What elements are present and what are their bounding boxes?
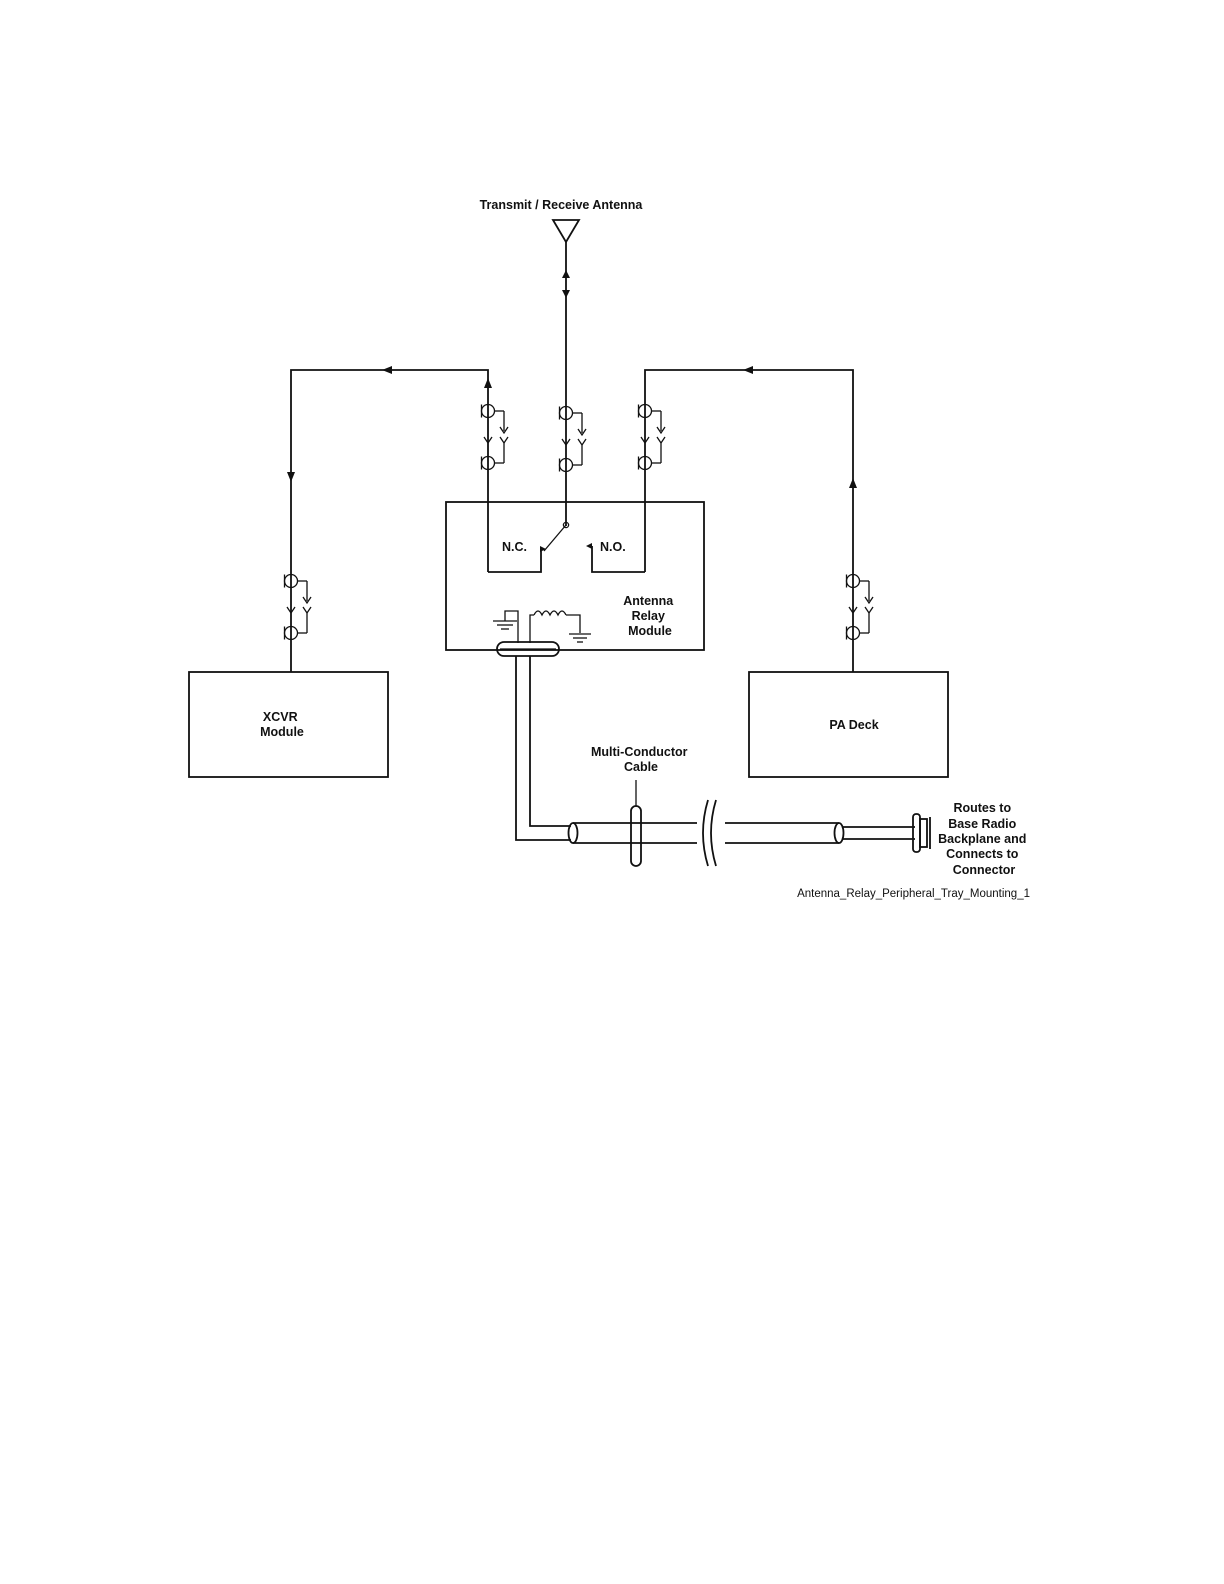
- cable-label: Multi-Conductor Cable: [591, 745, 691, 774]
- figure-caption: Antenna_Relay_Peripheral_Tray_Mounting_1: [797, 888, 1030, 900]
- feed-arrow-down-icon: [562, 290, 570, 298]
- antenna-icon: [553, 220, 579, 242]
- pa-path-arrow-up-icon: [849, 478, 857, 488]
- nc-path-arrow-up-icon: [484, 378, 492, 388]
- relay-multi-conductor-connector: [497, 642, 559, 656]
- xcvr-rf-path: [291, 370, 488, 672]
- multi-conductor-cable: [516, 656, 930, 866]
- coax-connector-xcvr: [285, 575, 312, 640]
- pa-path-arrow-icon: [743, 366, 753, 374]
- coax-connector-nc: [482, 405, 509, 470]
- antenna-label: Transmit / Receive Antenna: [480, 198, 644, 212]
- nc-label: N.C.: [502, 540, 527, 554]
- coax-connector-pa: [847, 575, 874, 640]
- pa-rf-path: [645, 370, 853, 672]
- relay-coil-icon: [530, 611, 591, 643]
- feed-arrow-up-icon: [562, 270, 570, 278]
- no-label: N.O.: [600, 540, 626, 554]
- xcvr-path-arrow-down-icon: [287, 472, 295, 482]
- xcvr-module-label: XCVR Module: [260, 710, 304, 739]
- routes-note: Routes to Base Radio Backplane and Conne…: [938, 801, 1030, 877]
- relay-module-label: Antenna Relay Module: [623, 594, 676, 638]
- coax-connector-no: [639, 405, 666, 470]
- pa-deck-label: PA Deck: [829, 718, 878, 732]
- xcvr-path-arrow-icon: [382, 366, 392, 374]
- coax-connector-antenna: [560, 407, 587, 472]
- ground-icon: [493, 611, 518, 643]
